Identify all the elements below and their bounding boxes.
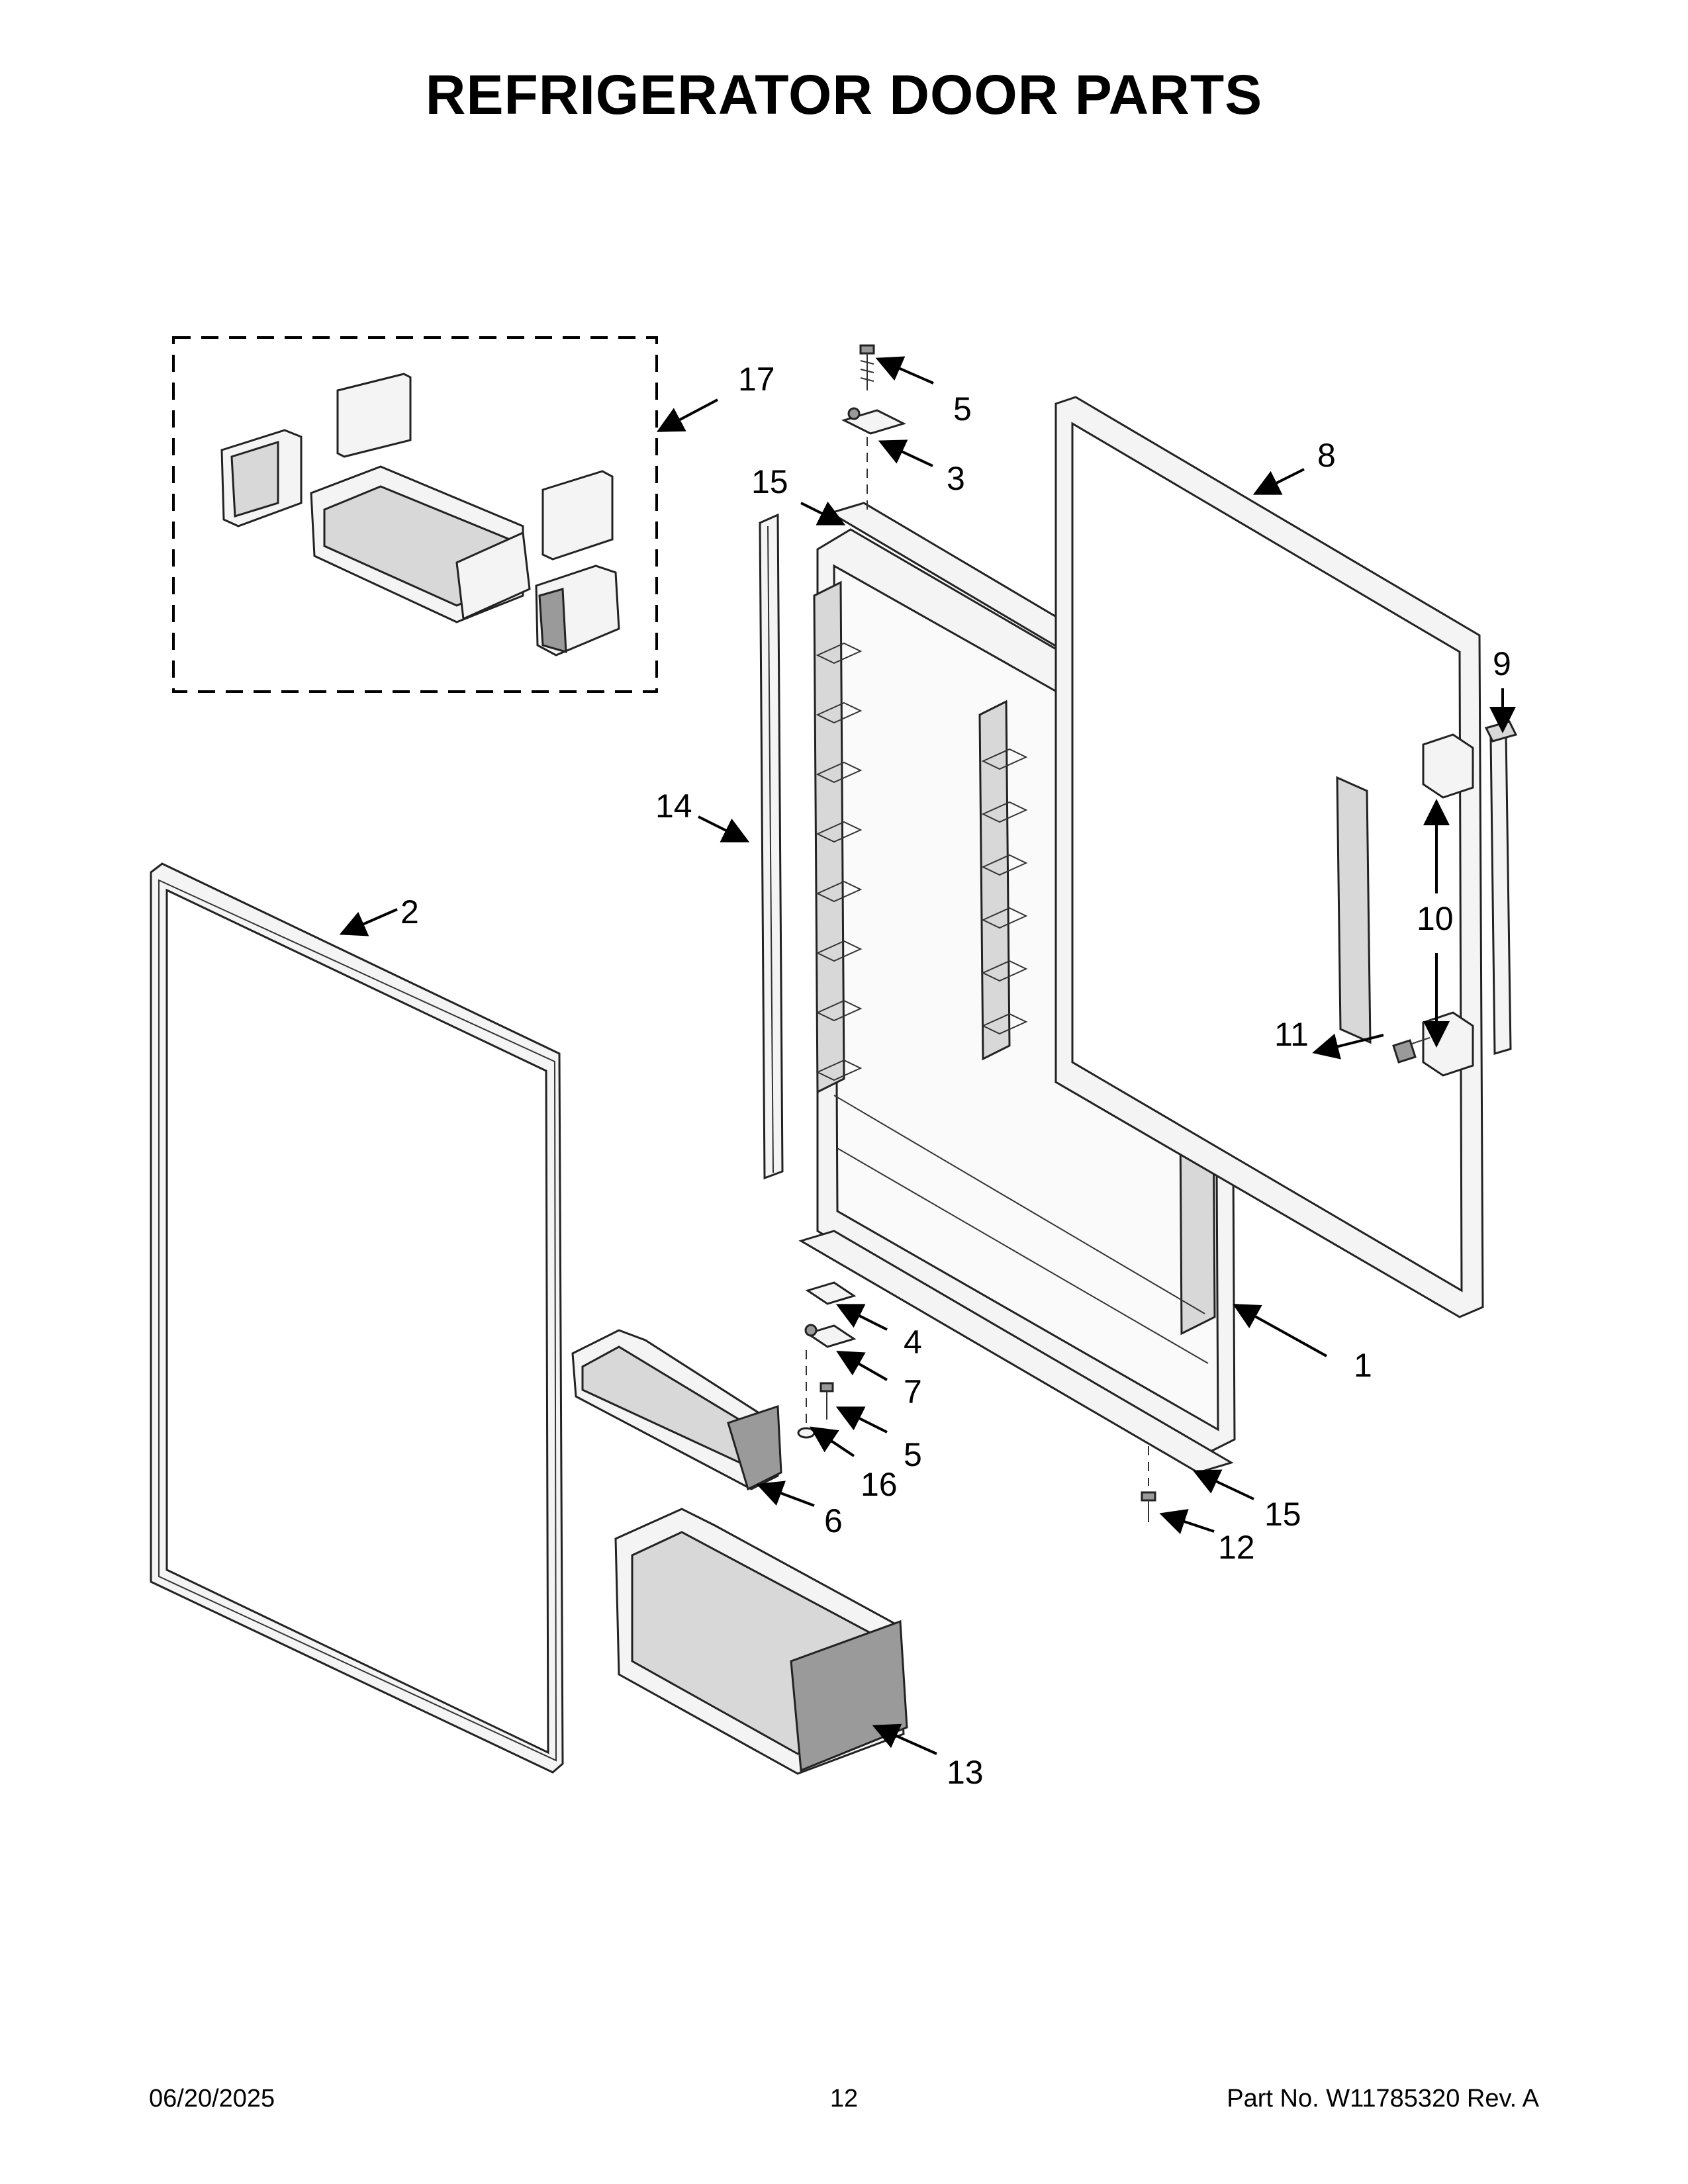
callout-15-top: 15 — [751, 463, 788, 500]
part-14-seal-strip — [759, 513, 784, 1180]
part-3-top-hinge — [841, 407, 907, 510]
part-4-bottom-hinge — [805, 1281, 857, 1305]
callout-5-bottom: 5 — [904, 1436, 922, 1473]
callout-15-bottom: 15 — [1264, 1496, 1301, 1533]
callout-17: 17 — [738, 361, 775, 398]
part-5-screw-top — [859, 344, 875, 390]
callout-4: 4 — [904, 1324, 922, 1361]
callout-arrows — [339, 356, 1516, 1755]
callout-2: 2 — [400, 893, 419, 931]
part-12-screw — [1141, 1446, 1156, 1522]
callout-11: 11 — [1274, 1016, 1309, 1053]
part-5-screw-bottom — [820, 1382, 834, 1420]
callout-12: 12 — [1218, 1529, 1255, 1566]
callout-14: 14 — [655, 788, 692, 825]
callout-5-top: 5 — [953, 390, 972, 428]
part-6-door-bin — [571, 1329, 782, 1491]
footer-page-number: 12 — [829, 2085, 859, 2113]
part-13-door-bin-large — [614, 1508, 908, 1775]
callout-16: 16 — [861, 1466, 898, 1503]
callout-6: 6 — [824, 1502, 843, 1539]
part-9-side-trim — [1484, 720, 1518, 1055]
callout-7: 7 — [904, 1373, 922, 1410]
callout-3: 3 — [947, 460, 965, 497]
footer-part-number: Part No. W11785320 Rev. A — [1227, 2085, 1539, 2113]
page-title: REFRIGERATOR DOOR PARTS — [425, 64, 1263, 126]
part-17-door-bin-kit — [172, 336, 658, 693]
part-2-door-gasket — [150, 862, 564, 1774]
callout-10: 10 — [1417, 900, 1454, 937]
footer-date: 06/20/2025 — [149, 2085, 275, 2113]
callout-13: 13 — [947, 1754, 984, 1791]
callout-1: 1 — [1354, 1347, 1372, 1384]
part-16-washer — [797, 1350, 816, 1439]
part-7-hinge-bracket — [804, 1324, 857, 1348]
callout-8: 8 — [1317, 437, 1336, 474]
part-11-screw — [1392, 1037, 1430, 1064]
callout-9: 9 — [1493, 645, 1511, 682]
part-8-outer-door-panel — [1055, 396, 1484, 1318]
